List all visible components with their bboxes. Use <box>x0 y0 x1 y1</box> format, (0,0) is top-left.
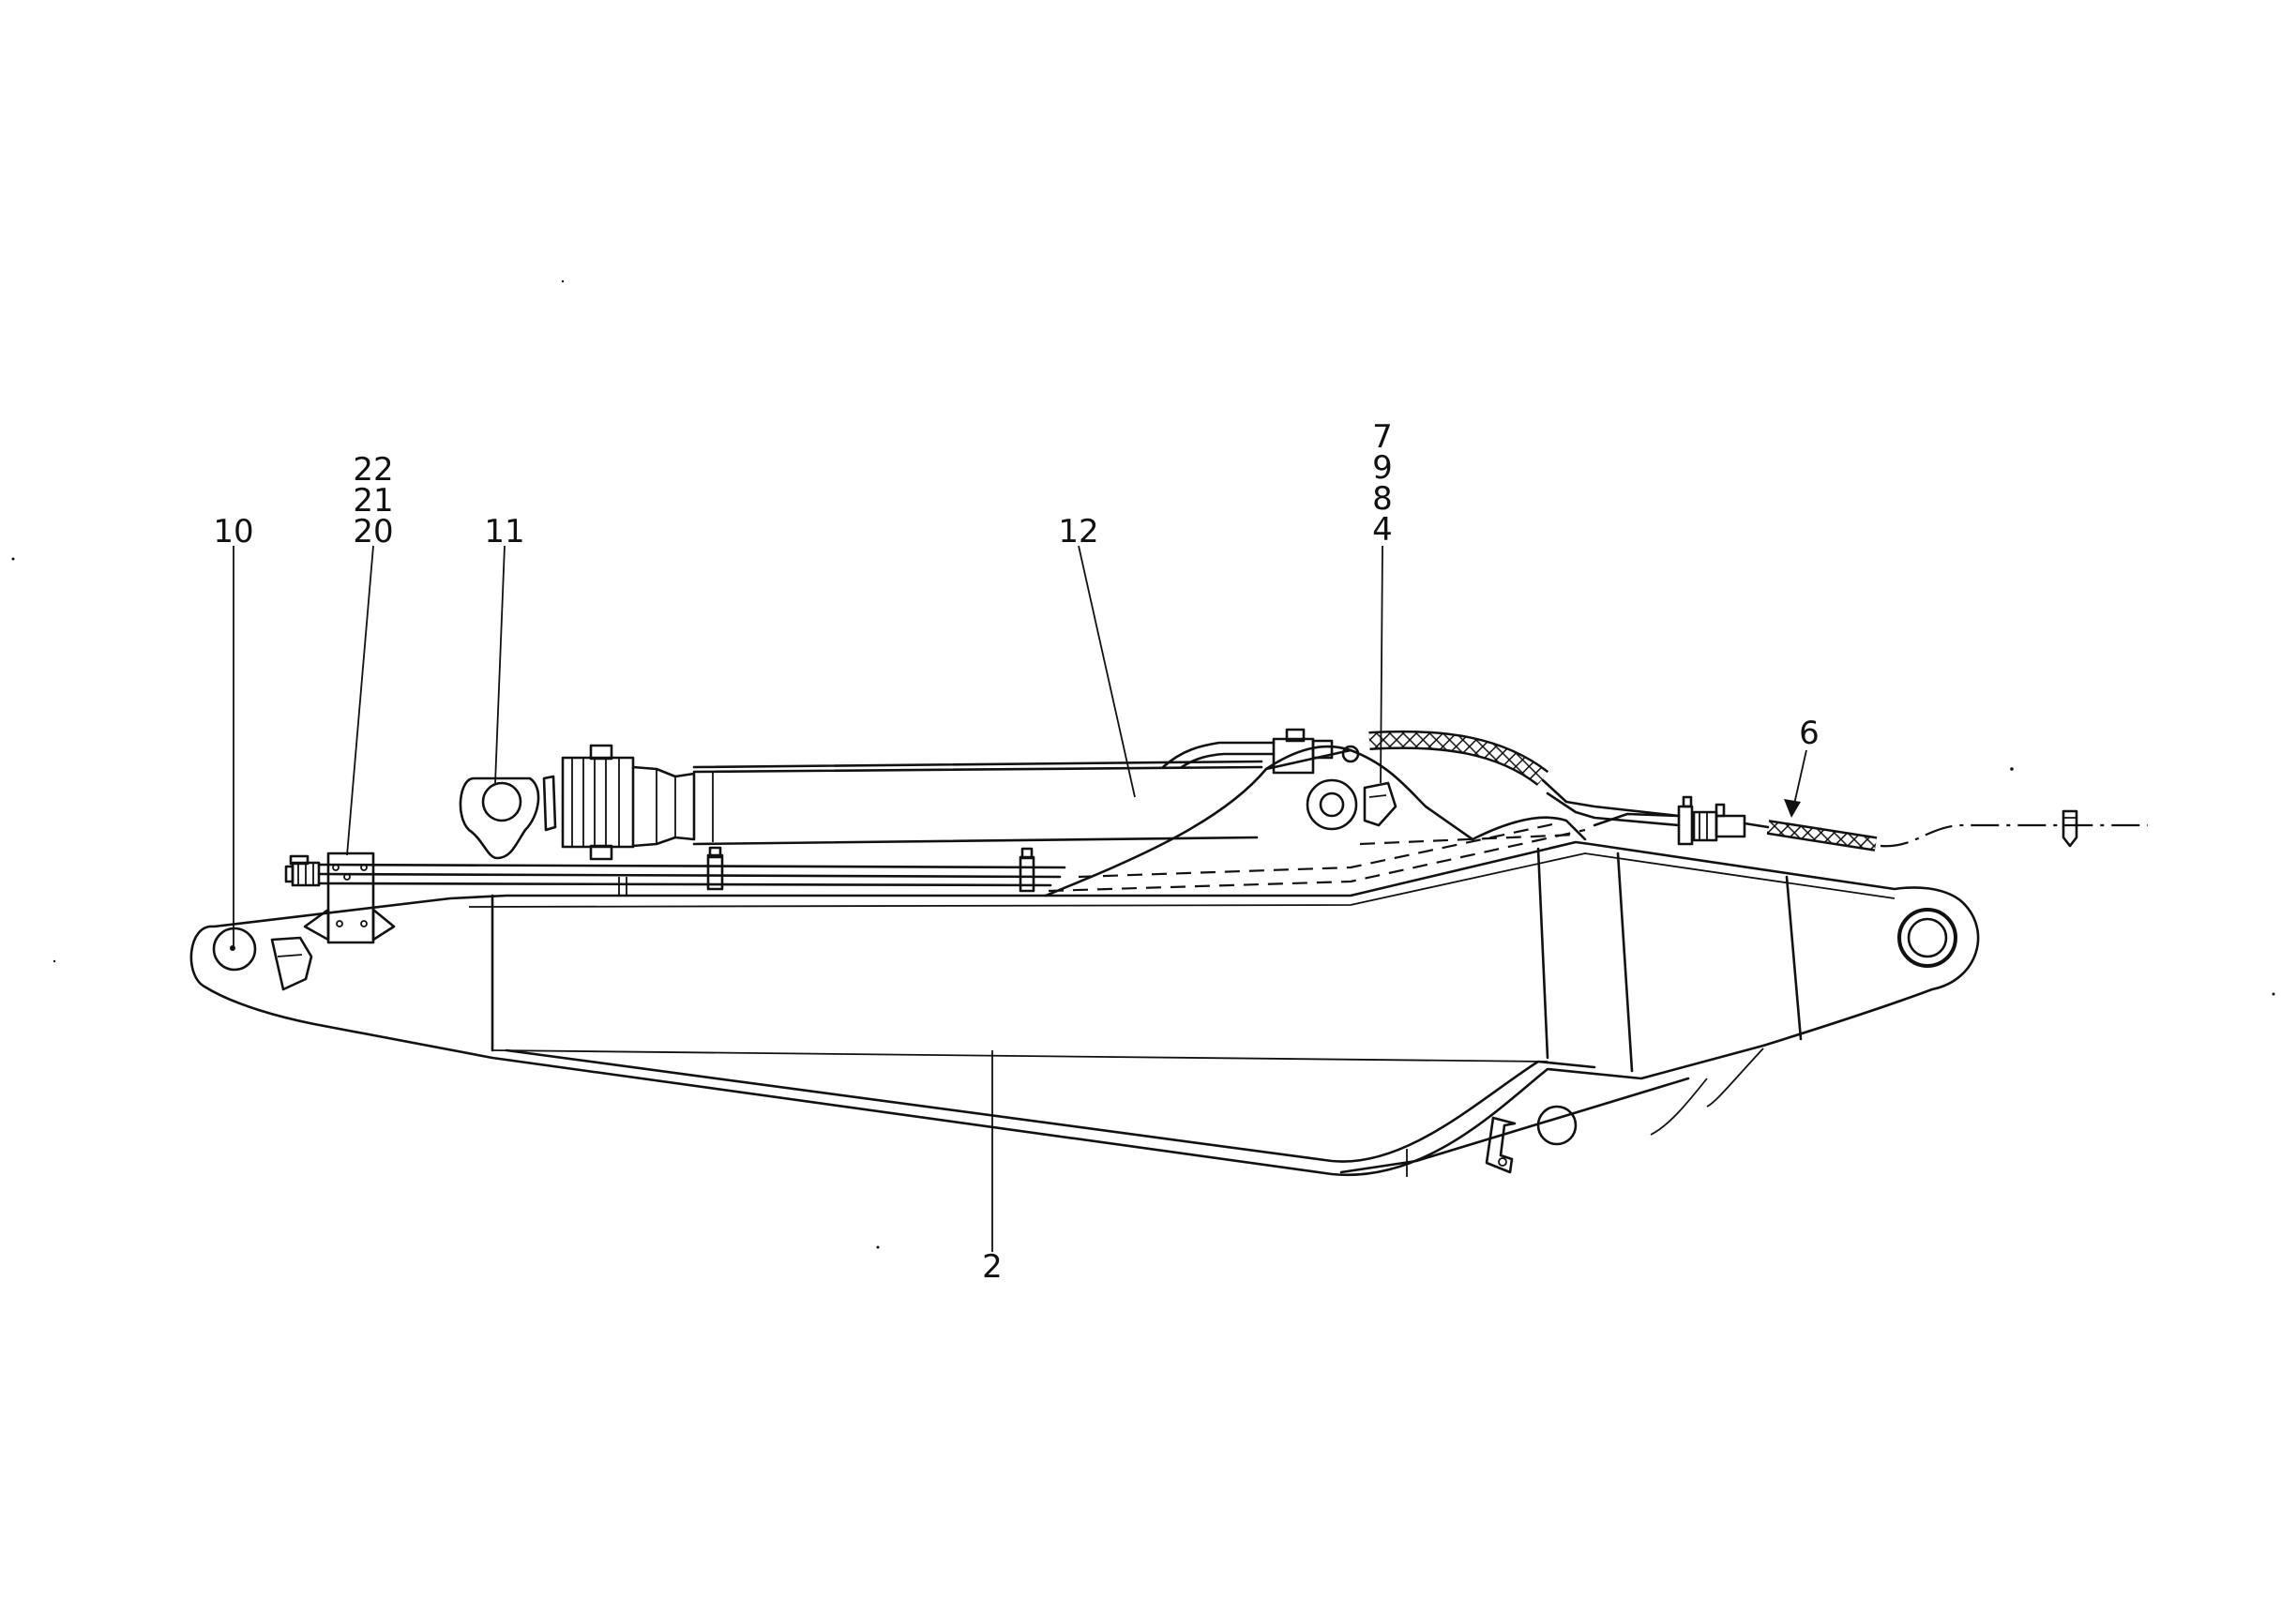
callout-20: 20 <box>353 513 393 550</box>
cylinder-bracket <box>1044 745 1587 897</box>
callout-8: 8 <box>1372 480 1393 518</box>
boom-body <box>189 840 1980 1177</box>
callouts: 10 22 21 20 11 12 7 9 8 4 6 2 <box>213 418 1819 1286</box>
callout-4: 4 <box>1372 511 1393 549</box>
callout-6: 6 <box>1799 715 1820 752</box>
callout-10: 10 <box>213 513 253 550</box>
hose-assembly <box>1368 730 2148 852</box>
callout-2: 2 <box>982 1248 1003 1286</box>
hydraulic-cylinder <box>459 728 1360 861</box>
callout-11: 11 <box>484 513 524 550</box>
callout-12: 12 <box>1058 513 1098 550</box>
callout-9: 9 <box>1372 449 1393 487</box>
scan-specks <box>11 279 2275 1249</box>
leader-lines <box>233 545 1807 1252</box>
pipe-lines <box>284 846 1066 944</box>
callout-22: 22 <box>353 451 393 489</box>
callout-21: 21 <box>353 482 393 520</box>
callout-7: 7 <box>1372 418 1393 456</box>
